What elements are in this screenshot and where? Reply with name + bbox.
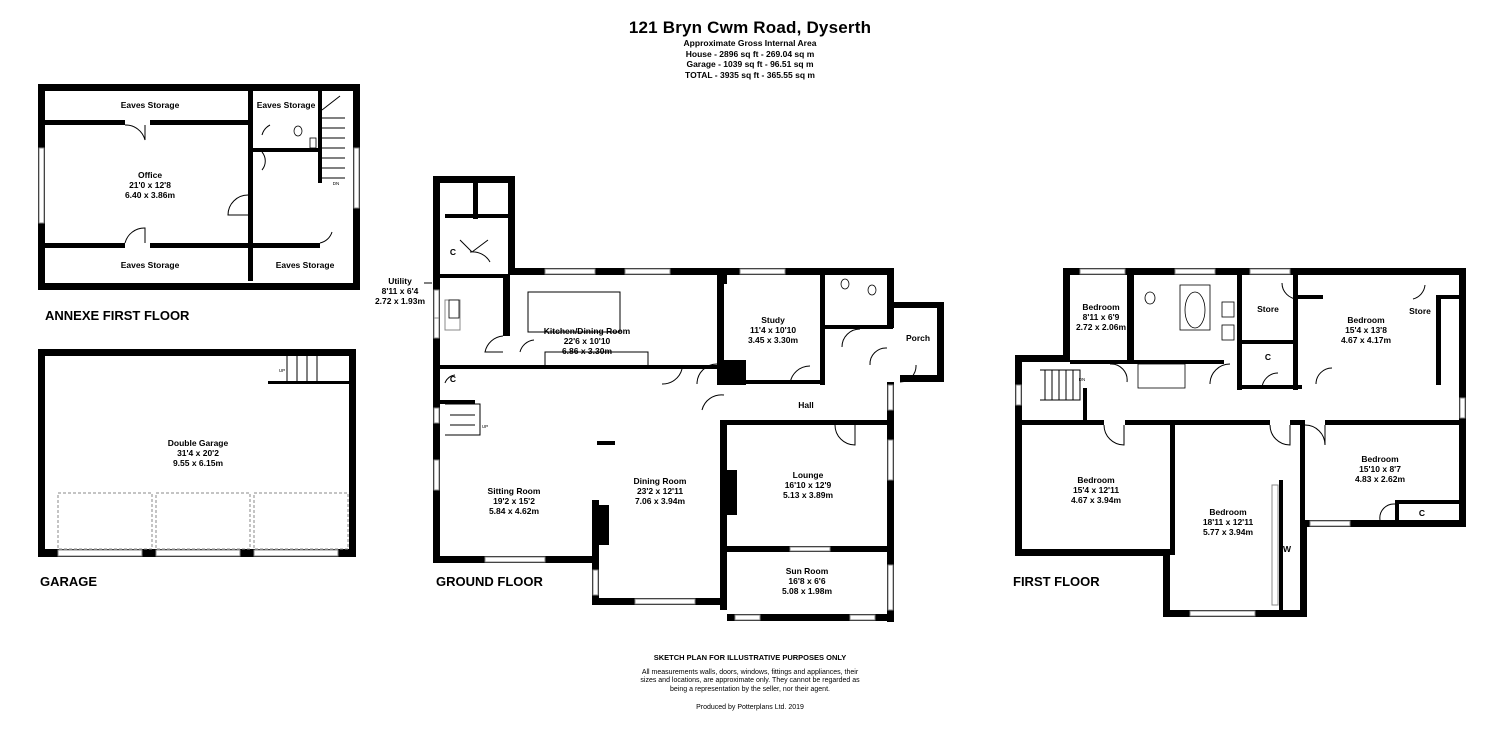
hall-label: Hall — [798, 400, 814, 410]
study-metres: 3.45 x 3.30m — [748, 335, 799, 345]
annexe-floor-title: ANNEXE FIRST FLOOR — [45, 308, 190, 323]
study-name: Study — [761, 315, 785, 325]
area-total: TOTAL - 3935 sq ft - 365.55 sq m — [685, 69, 815, 80]
disclaimer-line-3: being a representation by the seller, no… — [670, 685, 830, 693]
annexe-first-floor-plan: Eaves Storage Eaves Storage Eaves Storag… — [38, 84, 360, 290]
bedroom-left-name: Bedroom — [1077, 475, 1115, 485]
wardrobe-c-label: C — [1419, 508, 1425, 518]
first-cupboard-c-label: C — [1265, 352, 1271, 362]
lounge-feet: 16'10 x 12'9 — [785, 480, 832, 490]
sitting-room-feet: 19'2 x 15'2 — [493, 496, 535, 506]
disclaimer-line-2: sizes and locations, are approximate onl… — [640, 677, 860, 684]
area-house: House - 2896 sq ft - 269.04 sq m — [685, 48, 815, 59]
bedroom-right-metres: 4.83 x 2.62m — [1355, 474, 1406, 484]
garage-stairs-up-label: UP — [279, 368, 285, 373]
area-garage: Garage - 1039 sq ft - 96.51 sq m — [686, 59, 814, 69]
double-garage-metres: 9.55 x 6.15m — [173, 458, 224, 468]
bedroom-top-right-feet: 15'4 x 13'8 — [1345, 325, 1387, 335]
eaves-storage-bottom-right-label: Eaves Storage — [276, 260, 335, 270]
kitchen-dining-name: Kitchen/Dining Room — [544, 326, 631, 336]
utility-feet: 8'11 x 6'4 — [382, 286, 419, 296]
producer-credit: Produced by Potterplans Ltd. 2019 — [696, 704, 804, 711]
dining-room-name: Dining Room — [634, 476, 687, 486]
bedroom-small-metres: 2.72 x 2.06m — [1076, 322, 1127, 332]
plan-header: 121 Bryn Cwm Road, Dyserth Approximate G… — [0, 18, 1500, 80]
eaves-storage-top-right-label: Eaves Storage — [257, 100, 316, 110]
bedroom-middle-metres: 5.77 x 3.94m — [1203, 527, 1254, 537]
first-floor-title: FIRST FLOOR — [1013, 574, 1100, 589]
bedroom-top-right-name: Bedroom — [1347, 315, 1385, 325]
property-address: 121 Bryn Cwm Road, Dyserth — [628, 18, 872, 37]
kitchen-dining-metres: 6.86 x 3.30m — [562, 346, 613, 356]
bedroom-right-feet: 15'10 x 8'7 — [1359, 464, 1401, 474]
first-floor-plan: DN Bedroom 8'11 x 6'9 2.72 x 2.06m Store… — [1015, 268, 1466, 617]
bedroom-middle-name: Bedroom — [1209, 507, 1247, 517]
bedroom-middle-feet: 18'11 x 12'11 — [1203, 517, 1254, 527]
sun-room-name: Sun Room — [786, 566, 829, 576]
study-feet: 11'4 x 10'10 — [750, 325, 796, 335]
bedroom-top-right-metres: 4.67 x 4.17m — [1341, 335, 1392, 345]
kitchen-dining-feet: 22'6 x 10'10 — [564, 336, 611, 346]
garage-floor-title: GARAGE — [40, 574, 97, 589]
utility-metres: 2.72 x 1.93m — [375, 296, 426, 306]
office-name: Office — [138, 170, 162, 180]
sun-room-feet: 16'8 x 6'6 — [788, 576, 825, 586]
bedroom-left-feet: 15'4 x 12'11 — [1073, 485, 1119, 495]
ground-floor-plan: UP C C Utility 8'11 x 6'4 2.72 x 1.93m K… — [375, 176, 944, 622]
office-feet: 21'0 x 12'8 — [129, 180, 171, 190]
disclaimer-line-1: All measurements walls, doors, windows, … — [641, 668, 859, 676]
store-c-label: C — [450, 247, 456, 257]
bedroom-small-feet: 8'11 x 6'9 — [1083, 312, 1120, 322]
sitting-room-metres: 5.84 x 4.62m — [489, 506, 540, 516]
garage-plan: UP Double Garage 31'4 x 20'2 9.55 x 6.15… — [38, 349, 356, 557]
area-subtitle: Approximate Gross Internal Area — [683, 38, 817, 48]
first-stairs-dn-label: DN — [1079, 377, 1086, 382]
lounge-metres: 5.13 x 3.89m — [783, 490, 834, 500]
porch-label: Porch — [906, 333, 930, 343]
double-garage-name: Double Garage — [168, 438, 229, 448]
office-metres: 6.40 x 3.86m — [125, 190, 176, 200]
eaves-storage-bottom-left-label: Eaves Storage — [121, 260, 180, 270]
sitting-room-name: Sitting Room — [488, 486, 541, 496]
dining-room-feet: 23'2 x 12'11 — [637, 486, 683, 496]
bedroom-left-metres: 4.67 x 3.94m — [1071, 495, 1122, 505]
bedroom-right-name: Bedroom — [1361, 454, 1399, 464]
store-left-label: Store — [1257, 304, 1279, 314]
disclaimer: SKETCH PLAN FOR ILLUSTRATIVE PURPOSES ON… — [600, 653, 900, 713]
disclaimer-heading: SKETCH PLAN FOR ILLUSTRATIVE PURPOSES ON… — [653, 653, 847, 662]
sun-room-metres: 5.08 x 1.98m — [782, 586, 833, 596]
bedroom-small-name: Bedroom — [1082, 302, 1120, 312]
wardrobe-w-label: W — [1283, 544, 1292, 554]
ground-stairs-up-label: UP — [482, 424, 488, 429]
cupboard-c-label: C — [450, 374, 456, 384]
lounge-name: Lounge — [793, 470, 824, 480]
eaves-storage-top-left-label: Eaves Storage — [121, 100, 180, 110]
annexe-stairs-dn-label: DN — [333, 181, 340, 186]
double-garage-feet: 31'4 x 20'2 — [177, 448, 219, 458]
utility-name: Utility — [388, 276, 412, 286]
dining-room-metres: 7.06 x 3.94m — [635, 496, 686, 506]
ground-floor-title: GROUND FLOOR — [436, 574, 543, 589]
store-right-label: Store — [1409, 306, 1431, 316]
